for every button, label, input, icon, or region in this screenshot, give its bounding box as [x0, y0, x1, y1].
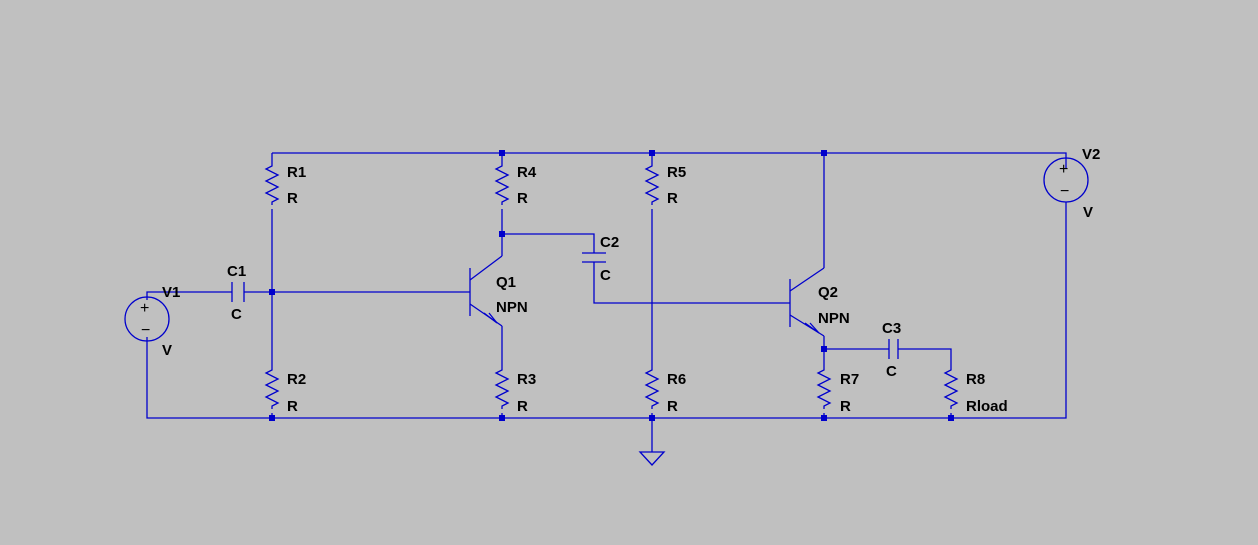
resistor-r3[interactable]: R3 R — [494, 367, 536, 415]
resistor-r8[interactable]: R8 Rload — [943, 367, 1008, 415]
r8-value: Rload — [966, 398, 1008, 415]
resistor-r4[interactable]: R4 R — [494, 163, 537, 207]
capacitor-c2[interactable]: C2 C — [582, 234, 619, 284]
c2-value: C — [600, 267, 611, 284]
junction-dot — [499, 415, 505, 421]
capacitor-c3[interactable]: C3 C — [882, 320, 901, 380]
c3-ref: C3 — [882, 320, 901, 337]
r4-ref: R4 — [517, 164, 537, 181]
resistor-r6[interactable]: R6 R — [644, 367, 686, 415]
q2-ref: Q2 — [818, 284, 838, 301]
junction-dot — [649, 415, 655, 421]
resistor-r2[interactable]: R2 R — [264, 367, 306, 415]
junction-dot — [821, 346, 827, 352]
r2-value: R — [287, 398, 298, 415]
c1-value: C — [231, 306, 242, 323]
capacitor-c1[interactable]: C1 C — [227, 263, 246, 323]
r6-value: R — [667, 398, 678, 415]
r2-ref: R2 — [287, 371, 306, 388]
resistor-r5[interactable]: R5 R — [644, 163, 686, 207]
r1-ref: R1 — [287, 164, 306, 181]
v1-plus-symbol: + — [140, 300, 149, 317]
r5-ref: R5 — [667, 164, 686, 181]
voltage-source-v2[interactable]: + − V2 V — [1043, 146, 1100, 221]
junction-dot — [821, 150, 827, 156]
r3-value: R — [517, 398, 528, 415]
v2-minus-symbol: − — [1060, 183, 1069, 200]
junction-dots — [269, 150, 954, 421]
r7-ref: R7 — [840, 371, 859, 388]
v2-value: V — [1083, 204, 1093, 221]
junction-dot — [269, 415, 275, 421]
resistor-r1[interactable]: R1 R — [264, 163, 306, 207]
junction-dot — [649, 150, 655, 156]
v1-minus-symbol: − — [141, 322, 150, 339]
v1-ref: V1 — [162, 284, 180, 301]
junction-dot — [499, 150, 505, 156]
transistor-q2[interactable]: Q2 NPN — [789, 267, 850, 337]
transistor-q1[interactable]: Q1 NPN — [469, 255, 528, 327]
wires — [146, 152, 1067, 452]
r6-ref: R6 — [667, 371, 686, 388]
r1-value: R — [287, 190, 298, 207]
voltage-source-v1[interactable]: + − V1 V — [124, 284, 180, 359]
r5-value: R — [667, 190, 678, 207]
c3-value: C — [886, 363, 897, 380]
c1-ref: C1 — [227, 263, 246, 280]
q1-value: NPN — [496, 299, 528, 316]
v1-value: V — [162, 342, 172, 359]
q2-value: NPN — [818, 310, 850, 327]
junction-dot — [948, 415, 954, 421]
q1-ref: Q1 — [496, 274, 516, 291]
r3-ref: R3 — [517, 371, 536, 388]
v2-ref: V2 — [1082, 146, 1100, 163]
junction-dot — [821, 415, 827, 421]
ground-icon — [638, 451, 666, 466]
junction-dot — [269, 289, 275, 295]
c2-ref: C2 — [600, 234, 619, 251]
r4-value: R — [517, 190, 528, 207]
r8-ref: R8 — [966, 371, 985, 388]
v2-plus-symbol: + — [1059, 161, 1068, 178]
r7-value: R — [840, 398, 851, 415]
junction-dot — [499, 231, 505, 237]
resistor-r7[interactable]: R7 R — [816, 367, 859, 415]
